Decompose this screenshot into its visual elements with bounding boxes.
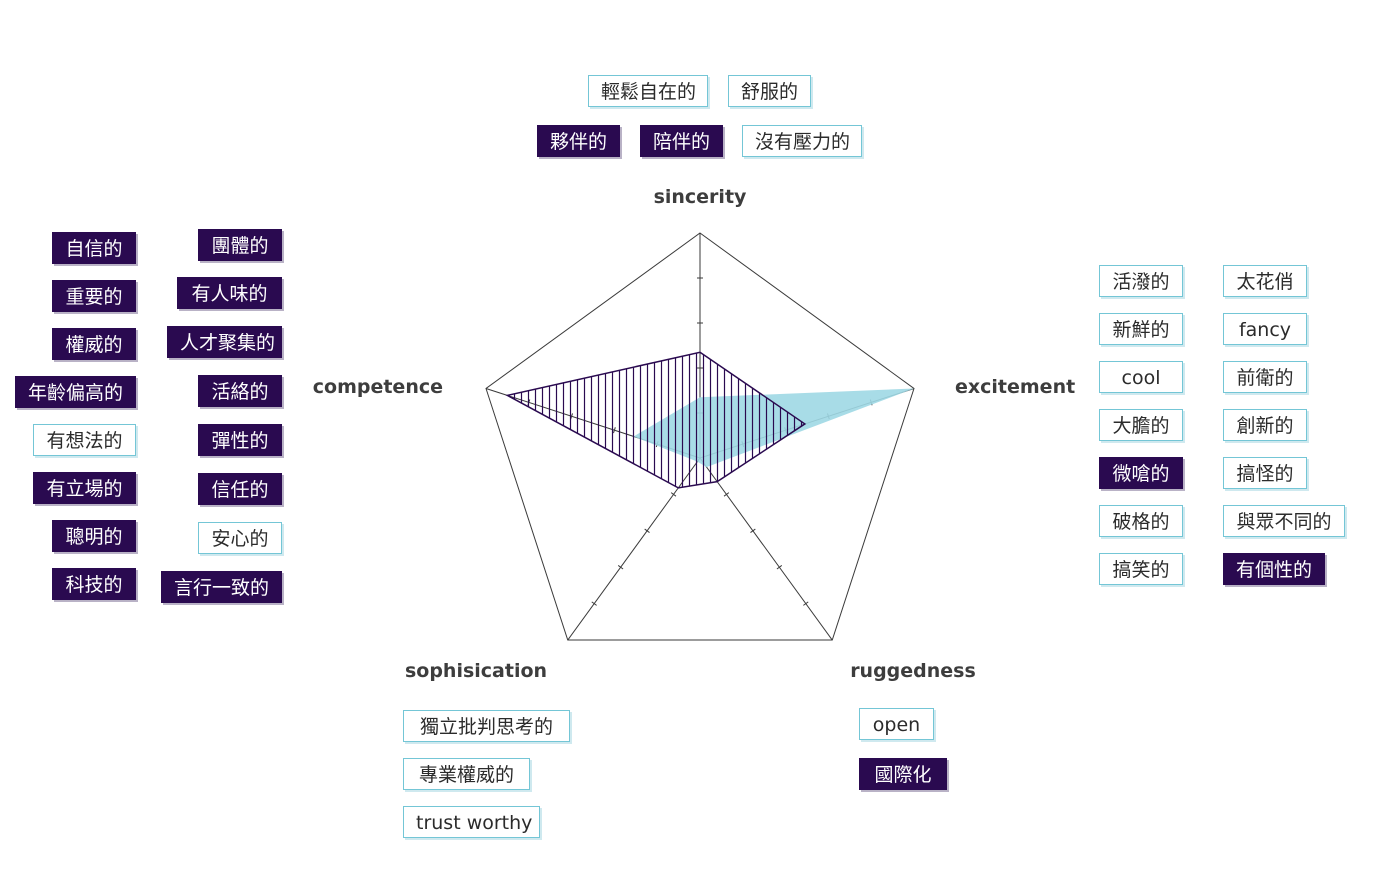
ruggedness-tag: 國際化 [859,758,947,790]
sophisication-tag: 獨立批判思考的 [403,710,570,742]
competence-tag: 有想法的 [33,424,136,456]
competence-tag: 權威的 [52,328,136,360]
sophisication-tag: 專業權威的 [403,758,530,790]
competence-tag: 人才聚集的 [167,326,282,358]
ruggedness-tag: open [859,708,934,740]
sincerity-tag: 陪伴的 [640,125,723,157]
radar-tick [617,565,624,570]
radar-axis-ruggedness [699,457,833,641]
sincerity-tag: 沒有壓力的 [742,125,862,157]
sophisication-tag: trust worthy [403,806,540,838]
competence-tag: 團體的 [198,229,282,261]
excitement-tag: 破格的 [1099,505,1183,537]
radar-tick [644,528,650,533]
excitement-tag: 有個性的 [1223,553,1325,585]
sincerity-tag: 夥伴的 [537,125,620,157]
axis-label-sophisication: sophisication [405,660,547,682]
competence-tag: 信任的 [198,473,282,505]
excitement-tag: 搞笑的 [1099,553,1183,585]
competence-tag: 彈性的 [198,424,282,456]
competence-tag: 聰明的 [52,520,136,552]
competence-tag: 年齡偏高的 [15,376,136,408]
competence-tag: 活絡的 [198,375,282,407]
sincerity-tag: 輕鬆自在的 [588,75,708,107]
competence-tag: 重要的 [52,280,136,312]
excitement-tag: 太花俏 [1223,265,1307,297]
competence-tag: 科技的 [52,568,136,600]
radar-tick [776,565,783,570]
excitement-tag: 前衛的 [1223,361,1307,393]
competence-tag: 自信的 [52,232,136,264]
excitement-tag: fancy [1223,313,1307,345]
competence-tag: 有人味的 [177,277,282,309]
competence-tag: 言行一致的 [161,571,282,603]
competence-tag: 有立場的 [33,472,136,504]
radar-tick [670,492,677,497]
radar-tick [750,528,756,533]
excitement-tag: 創新的 [1223,409,1307,441]
excitement-tag: 活潑的 [1099,265,1183,297]
sincerity-tag: 舒服的 [728,75,811,107]
axis-label-excitement: excitement [955,376,1075,398]
radar-tick [803,601,809,606]
radar-tick [723,492,730,497]
excitement-tag: 大膽的 [1099,409,1183,441]
competence-tag: 安心的 [198,522,282,554]
radar-tick [591,601,597,606]
axis-label-ruggedness: ruggedness [850,660,976,682]
radar-series-0 [505,351,807,489]
excitement-tag: 與眾不同的 [1223,505,1345,537]
axis-label-competence: competence [313,376,443,398]
excitement-tag: 搞怪的 [1223,457,1307,489]
excitement-tag: 微嗆的 [1099,457,1183,489]
axis-label-sincerity: sincerity [654,186,747,208]
excitement-tag: 新鮮的 [1099,313,1183,345]
excitement-tag: cool [1099,361,1183,393]
radar-outline [485,232,915,641]
